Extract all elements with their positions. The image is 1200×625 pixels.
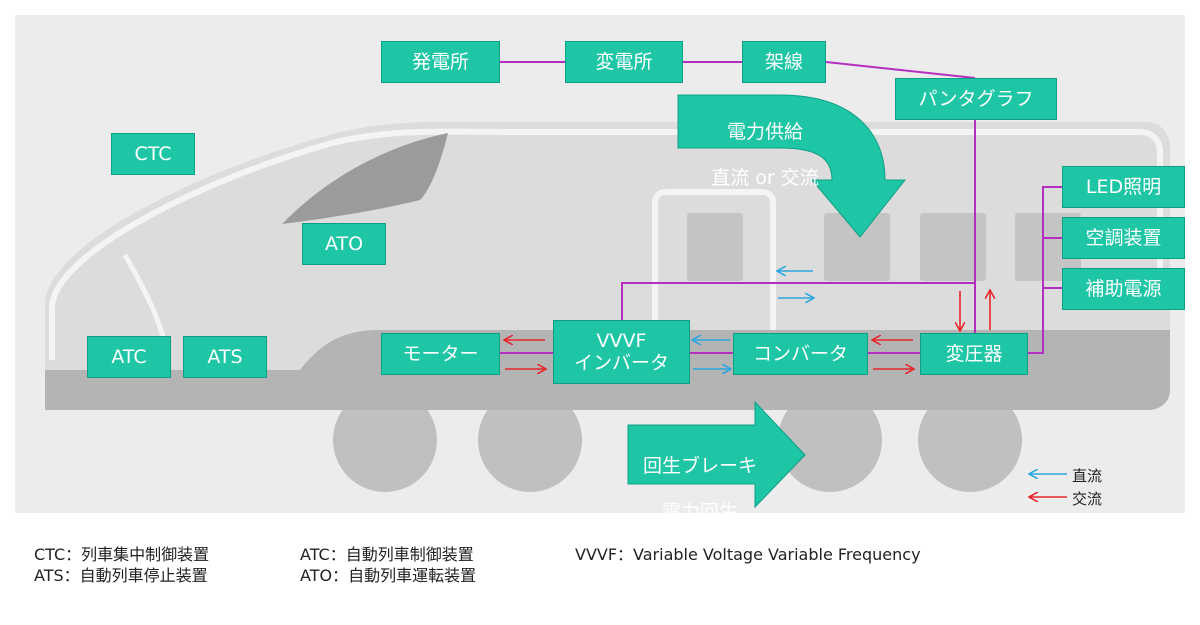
- ats-box: ATS: [183, 336, 267, 378]
- motor-box: モーター: [381, 333, 500, 375]
- note-atc: ATC：自動列車制御装置: [300, 545, 474, 564]
- converter-box: コンバータ: [733, 333, 868, 375]
- regen-label: 回生ブレーキ 電力回生: [635, 432, 765, 547]
- legend-dc-label: 直流: [1072, 467, 1103, 485]
- train-body-outline: [49, 128, 1163, 360]
- power-supply-label: 電力供給 直流 or 交流: [690, 98, 840, 213]
- wheels: [333, 388, 1022, 492]
- power-plant-box: 発電所: [381, 41, 500, 83]
- air-conditioning-box: 空調装置: [1062, 217, 1185, 259]
- regen-line2: 電力回生: [661, 501, 738, 523]
- power-supply-line1: 電力供給: [726, 121, 803, 143]
- power-supply-line2: 直流 or 交流: [711, 167, 819, 189]
- legend-ac-label: 交流: [1072, 490, 1103, 508]
- substation-box: 変電所: [565, 41, 683, 83]
- power-supply-arrow: [677, 94, 907, 238]
- note-vvvf: VVVF：Variable Voltage Variable Frequency: [575, 545, 921, 564]
- vvvf-inverter-box: VVVF インバータ: [553, 320, 690, 384]
- regen-line1: 回生ブレーキ: [642, 455, 757, 477]
- ato-box: ATO: [302, 223, 386, 265]
- ctc-box: CTC: [111, 133, 195, 175]
- regen-arrow: [627, 400, 806, 509]
- note-ctc: CTC：列車集中制御装置: [34, 545, 210, 564]
- atc-box: ATC: [87, 336, 171, 378]
- note-ato: ATO：自動列車運転装置: [300, 566, 477, 585]
- overhead-line-box: 架線: [742, 41, 826, 83]
- led-lighting-box: LED照明: [1062, 166, 1185, 208]
- transformer-box: 変圧器: [920, 333, 1028, 375]
- note-ats: ATS：自動列車停止装置: [34, 566, 208, 585]
- pantograph-box: パンタグラフ: [895, 78, 1057, 120]
- power-wiring: [500, 61, 1062, 354]
- cockpit-window: [282, 133, 448, 224]
- aux-power-box: 補助電源: [1062, 268, 1185, 310]
